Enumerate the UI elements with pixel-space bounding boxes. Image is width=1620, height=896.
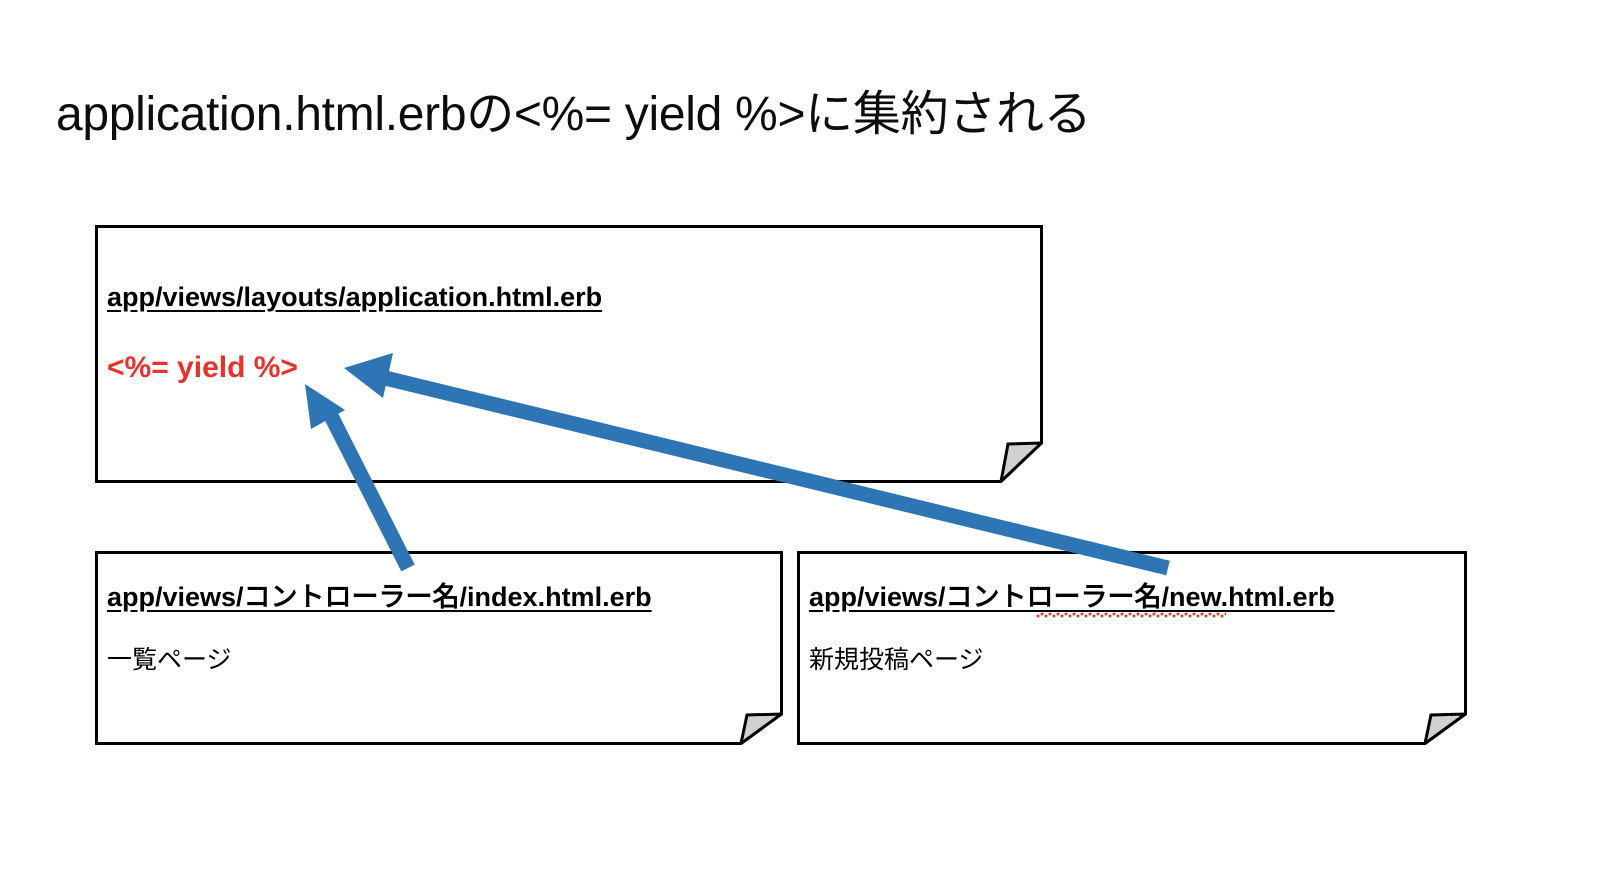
index-path-label: app/views/コントローラー名/index.html.erb bbox=[107, 582, 652, 612]
spellcheck-squiggle-underline bbox=[1036, 612, 1226, 618]
document-fold-corner bbox=[739, 712, 783, 745]
index-description-label: 一覧ページ bbox=[107, 646, 232, 674]
document-fold-corner bbox=[1423, 712, 1467, 745]
document-content: app/views/コントローラー名/new.html.erb 新規投稿ページ bbox=[797, 551, 1467, 745]
document-content: app/views/layouts/application.html.erb <… bbox=[95, 225, 1043, 483]
application-layout-document[interactable]: app/views/layouts/application.html.erb <… bbox=[95, 225, 1043, 483]
page-title: application.html.erbの<%= yield %>に集約される bbox=[56, 88, 1092, 141]
document-outline-shape bbox=[797, 551, 1467, 745]
yield-label: <%= yield %> bbox=[107, 351, 298, 384]
document-content: app/views/コントローラー名/index.html.erb 一覧ページ bbox=[95, 551, 783, 745]
layout-path-label: app/views/layouts/application.html.erb bbox=[107, 282, 603, 312]
new-description-label: 新規投稿ページ bbox=[809, 646, 984, 674]
new-view-document[interactable]: app/views/コントローラー名/new.html.erb 新規投稿ページ bbox=[797, 551, 1467, 745]
index-view-document[interactable]: app/views/コントローラー名/index.html.erb 一覧ページ bbox=[95, 551, 783, 745]
new-path-label: app/views/コントローラー名/new.html.erb bbox=[809, 582, 1335, 612]
